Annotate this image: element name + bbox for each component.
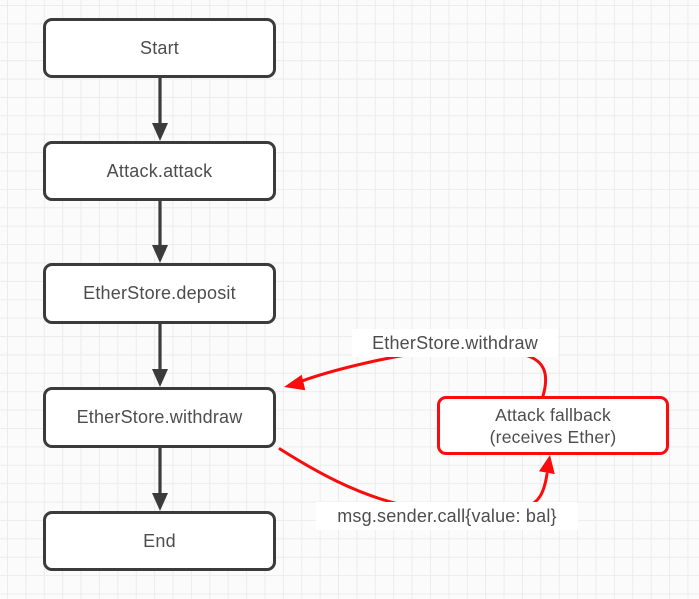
arrow-deposit-to-withdraw [152,324,168,387]
arrowhead-down-icon [152,245,168,263]
node-etherstore-deposit: EtherStore.deposit [43,263,276,324]
node-start: Start [43,18,276,78]
node-attack-attack-label: Attack.attack [106,160,213,181]
node-etherstore-withdraw: EtherStore.withdraw [43,387,276,448]
node-attack-fallback-line1: Attack fallback [495,404,611,425]
edge-label-msg-sender-call: msg.sender.call{value: bal} [316,502,578,530]
edge-label-etherstore-withdraw: EtherStore.withdraw [352,329,558,357]
node-end-label: End [143,530,176,551]
arrow-attack-to-deposit [152,201,168,263]
node-start-label: Start [139,37,179,58]
arrow-withdraw-to-end [152,448,168,511]
arrowhead-up-icon [539,455,555,475]
arrowhead-down-icon [152,123,168,141]
arrowhead-down-icon [152,493,168,511]
node-etherstore-deposit-label: EtherStore.deposit [83,283,236,303]
arrow-start-to-attack [152,78,168,141]
arrowhead-down-icon [152,369,168,387]
node-attack-attack: Attack.attack [43,141,276,201]
node-attack-fallback: Attack fallback (receives Ether) [437,396,669,455]
arrowhead-left-icon [284,374,306,391]
node-attack-fallback-line2: (receives Ether) [489,426,617,447]
node-etherstore-withdraw-label: EtherStore.withdraw [76,407,243,427]
node-end: End [43,511,276,571]
